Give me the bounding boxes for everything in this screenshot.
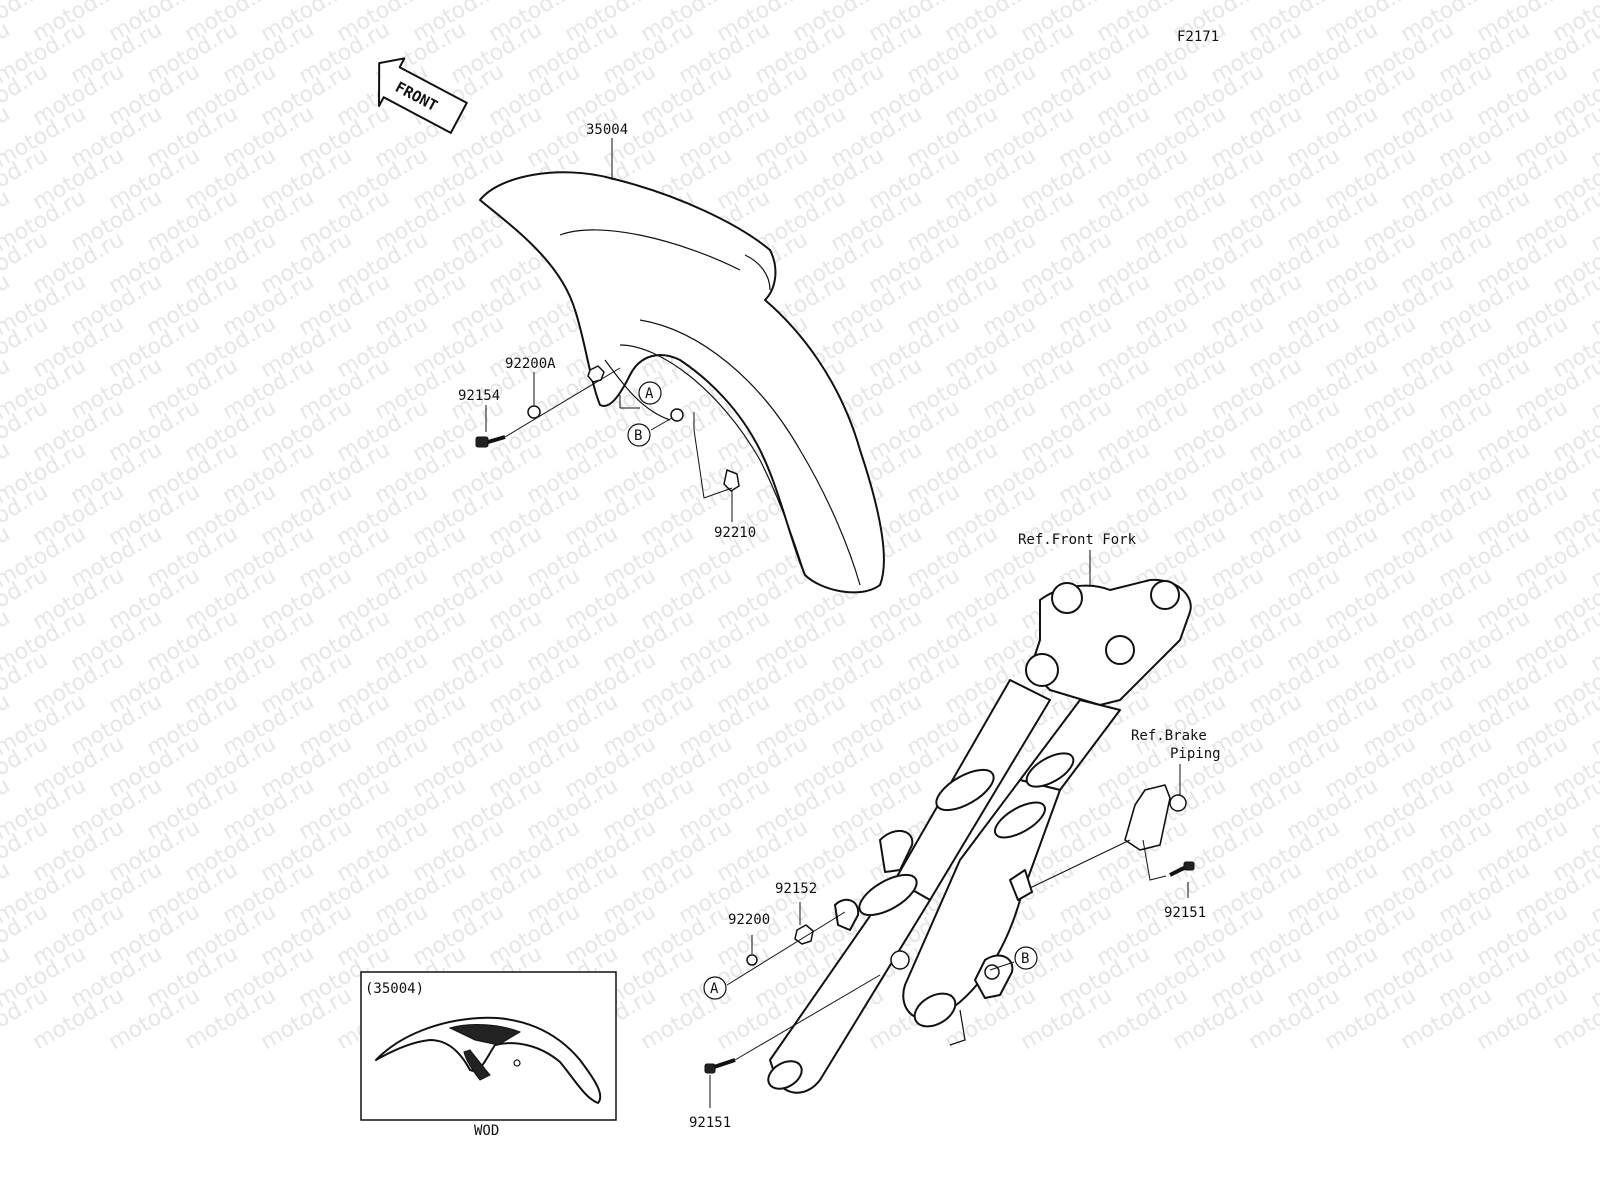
- front-fender-part: [479, 171, 885, 594]
- svg-text:A: A: [645, 386, 654, 402]
- inset-caption: WOD: [474, 1123, 499, 1139]
- bolt-92154-part: [475, 435, 506, 448]
- callout-b-lower: B: [1014, 946, 1038, 970]
- callout-b-upper: B: [627, 423, 651, 447]
- label-92151-right: 92151: [1164, 905, 1206, 921]
- svg-text:A: A: [710, 981, 719, 997]
- label-92200a: 92200A: [505, 356, 556, 372]
- front-fork-part: [767, 578, 1192, 1094]
- inset-box: (35004) WOD: [360, 971, 617, 1139]
- ref-front-fork: Ref.Front Fork: [1018, 532, 1137, 548]
- bolt-92151-lower-part: [704, 1058, 736, 1074]
- diagram-code: F2171: [1177, 29, 1219, 45]
- brake-hose-clamp-part: [1124, 784, 1187, 851]
- label-35004: 35004: [586, 122, 628, 138]
- clip-nut-92210-part: [723, 469, 740, 492]
- collar-92152-part: [794, 924, 814, 945]
- label-92200: 92200: [728, 912, 770, 928]
- label-92151-lower: 92151: [689, 1115, 731, 1131]
- callout-a-lower: A: [703, 976, 727, 1000]
- callout-a-upper: A: [638, 381, 662, 405]
- inset-fender-part: [375, 1016, 602, 1104]
- label-92210: 92210: [714, 525, 756, 541]
- inset-part-ref: (35004): [365, 981, 424, 997]
- nut-part: [587, 365, 605, 383]
- label-92154: 92154: [458, 388, 500, 404]
- ref-brake-piping-line1: Ref.Brake: [1131, 728, 1207, 744]
- washer-92200a-part: [527, 405, 541, 419]
- label-92152: 92152: [775, 881, 817, 897]
- bolt-92151-right-part: [1169, 861, 1195, 877]
- grommet-part: [670, 408, 684, 422]
- svg-text:B: B: [634, 428, 642, 444]
- washer-92200-part: [746, 954, 758, 966]
- svg-text:B: B: [1021, 951, 1029, 967]
- ref-brake-piping-line2: Piping: [1170, 746, 1221, 762]
